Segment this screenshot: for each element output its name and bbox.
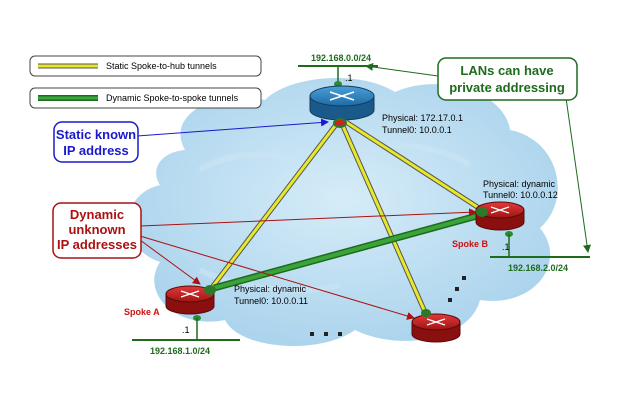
hub-lan-interface [334,81,342,87]
spoke-b-lan-host-id: .1 [502,242,510,252]
spoke-b-lan-subnet: 192.168.2.0/24 [508,263,568,273]
spoke-b-router [475,201,525,237]
arrow-to-spoke-c [139,235,415,320]
dynamic-ip-callout-line3: IP addresses [57,237,137,252]
tunnel-hub-spoke-c-fill [340,123,427,313]
legend-static-box [29,55,262,77]
legend: Static Spoke-to-hub tunnels Dynamic Spok… [29,55,262,109]
dynamic-ip-callout: Dynamic unknown IP addresses [52,202,142,259]
legend-static-label: Static Spoke-to-hub tunnels [106,61,217,71]
spoke-b-tunnel-interface [476,207,488,217]
spoke-a-lan: .1 192.168.1.0/24 [132,318,240,356]
legend-dynamic-label: Dynamic Spoke-to-spoke tunnels [106,93,239,103]
spoke-a-tunnel: Tunnel0: 10.0.0.11 [234,296,308,306]
spoke-b-name: Spoke B [452,239,489,249]
hub-lan: 192.168.0.0/24 .1 [298,53,378,87]
more-spokes-indicator [310,276,466,336]
hub-physical: Physical: 172.17.0.1 [382,113,463,123]
dynamic-ip-arrows [139,208,477,320]
router-arrows-icon [180,290,200,298]
hub-lan-subnet: 192.168.0.0/24 [311,53,371,63]
lan-arrows [365,63,591,253]
arrow-to-hub [136,118,329,137]
arrow-to-spoke-b [139,208,477,227]
hub-lan-host-id: .1 [345,73,353,83]
spoke-a-name: Spoke A [124,307,160,317]
static-ip-callout: Static known IP address [53,121,139,163]
spoke-a-tunnel-interface [204,285,216,295]
dynamic-ip-callout-line2: unknown [68,222,125,237]
spoke-a-lan-subnet: 192.168.1.0/24 [150,346,210,356]
arrow-to-hub-lan [365,63,439,77]
spoke-b-tunnel: Tunnel0: 10.0.0.12 [483,190,558,200]
router-arrows-icon [490,206,510,214]
spoke-b-lan: .1 192.168.2.0/24 [490,234,590,273]
lans-callout-line1: LANs can have [460,63,553,78]
static-tunnels [208,119,484,314]
spoke-c-router [411,309,461,343]
hub-router [309,85,375,128]
hub-tunnel-interface [333,118,347,128]
lans-callout-line2: private addressing [449,80,565,95]
spoke-a-physical: Physical: dynamic [234,284,307,294]
dynamic-ip-callout-line1: Dynamic [70,207,124,222]
tunnel-hub-spoke-a-fill [208,121,340,291]
arrow-to-spoke-b-lan [565,97,591,253]
hub-tunnel: Tunnel0: 10.0.0.1 [382,125,452,135]
router-arrows-icon [329,91,355,101]
tunnel-hub-spoke-b-fill [345,120,483,212]
arrow-to-spoke-a [139,239,201,285]
spoke-a-router [165,285,216,321]
tunnel-spoke-a-spoke-b-fill [213,212,485,290]
static-ip-callout-line1: Static known [56,127,136,142]
legend-dynamic-box [29,87,262,109]
dynamic-tunnel [213,210,485,292]
router-arrows-icon [426,318,446,326]
spoke-c-tunnel-interface [421,309,431,317]
spoke-a-lan-host-id: .1 [182,325,190,335]
lans-callout: LANs can have private addressing [437,57,578,101]
spoke-b-physical: Physical: dynamic [483,179,556,189]
static-ip-callout-line2: IP address [63,143,129,158]
